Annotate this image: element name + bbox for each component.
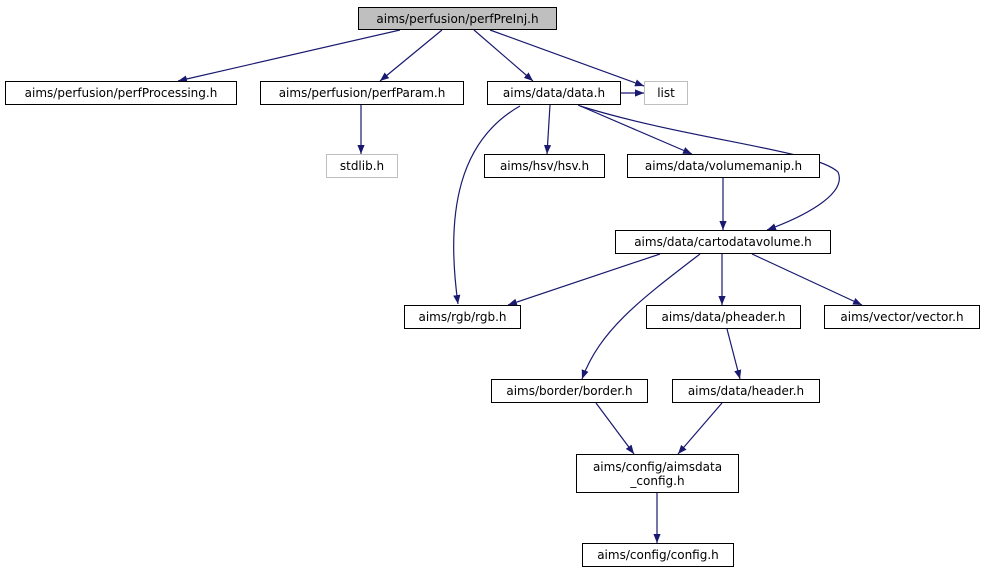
node-label-line1: aims/config/aimsdata xyxy=(592,459,723,474)
node-label: aims/hsv/hsv.h xyxy=(499,159,590,173)
node-label: aims/vector/vector.h xyxy=(840,310,964,324)
node-label: aims/data/data.h xyxy=(502,86,606,100)
node-border[interactable]: aims/border/border.h xyxy=(491,379,648,403)
node-label: aims/data/volumemanip.h xyxy=(644,159,803,173)
node-pheader[interactable]: aims/data/pheader.h xyxy=(646,305,801,329)
edge-data-to-volumemanip xyxy=(577,104,693,155)
edge-cartodatavolume-to-rgb xyxy=(507,253,661,306)
node-label: list xyxy=(657,86,675,100)
node-volumemanip[interactable]: aims/data/volumemanip.h xyxy=(627,154,820,178)
node-label: aims/data/header.h xyxy=(687,384,805,398)
node-label: aims/perfusion/perfParam.h xyxy=(278,86,446,100)
node-label: stdlib.h xyxy=(339,159,385,173)
node-label: aims/config/config.h xyxy=(597,548,719,562)
node-rgb[interactable]: aims/rgb/rgb.h xyxy=(404,305,521,329)
node-vector[interactable]: aims/vector/vector.h xyxy=(824,305,980,329)
node-hsv[interactable]: aims/hsv/hsv.h xyxy=(484,154,605,178)
edge-perfPreInj-to-data xyxy=(473,29,534,82)
node-data[interactable]: aims/data/data.h xyxy=(487,81,621,105)
edge-pheader-to-header xyxy=(726,328,742,380)
node-cartodatavolume[interactable]: aims/data/cartodatavolume.h xyxy=(615,230,831,254)
edge-perfPreInj-to-list xyxy=(489,29,645,87)
node-label: aims/perfusion/perfProcessing.h xyxy=(24,86,218,100)
edge-cartodatavolume-to-vector xyxy=(751,253,863,306)
node-label: aims/perfusion/perfPreInj.h xyxy=(376,11,539,26)
node-label: aims/data/cartodatavolume.h xyxy=(634,235,812,249)
node-perfpreinj[interactable]: aims/perfusion/perfPreInj.h xyxy=(358,7,557,30)
edge-perfPreInj-to-perfProcessing xyxy=(177,29,401,83)
edge-data-to-cartodatavolume xyxy=(579,105,840,231)
edge-border-to-aimsdata_config xyxy=(595,402,635,455)
edge-data-to-rgb xyxy=(453,105,521,305)
node-stdlib[interactable]: stdlib.h xyxy=(326,154,398,178)
node-config[interactable]: aims/config/config.h xyxy=(582,543,734,567)
node-header[interactable]: aims/data/header.h xyxy=(672,379,820,403)
node-aimsdata-config[interactable]: aims/config/aimsdata _config.h xyxy=(576,454,739,493)
node-label: aims/data/pheader.h xyxy=(661,310,786,324)
edge-cartodatavolume-to-border xyxy=(581,253,701,380)
node-perfparam[interactable]: aims/perfusion/perfParam.h xyxy=(260,81,464,105)
node-list[interactable]: list xyxy=(644,81,688,105)
edge-perfPreInj-to-perfParam xyxy=(379,29,443,82)
node-label-line2: _config.h xyxy=(630,473,685,488)
edge-header-to-aimsdata_config xyxy=(677,402,723,455)
node-label: aims/rgb/rgb.h xyxy=(418,310,507,324)
node-perfprocessing[interactable]: aims/perfusion/perfProcessing.h xyxy=(5,81,237,105)
edge-data-to-hsv xyxy=(543,104,552,155)
node-label: aims/border/border.h xyxy=(506,384,633,398)
